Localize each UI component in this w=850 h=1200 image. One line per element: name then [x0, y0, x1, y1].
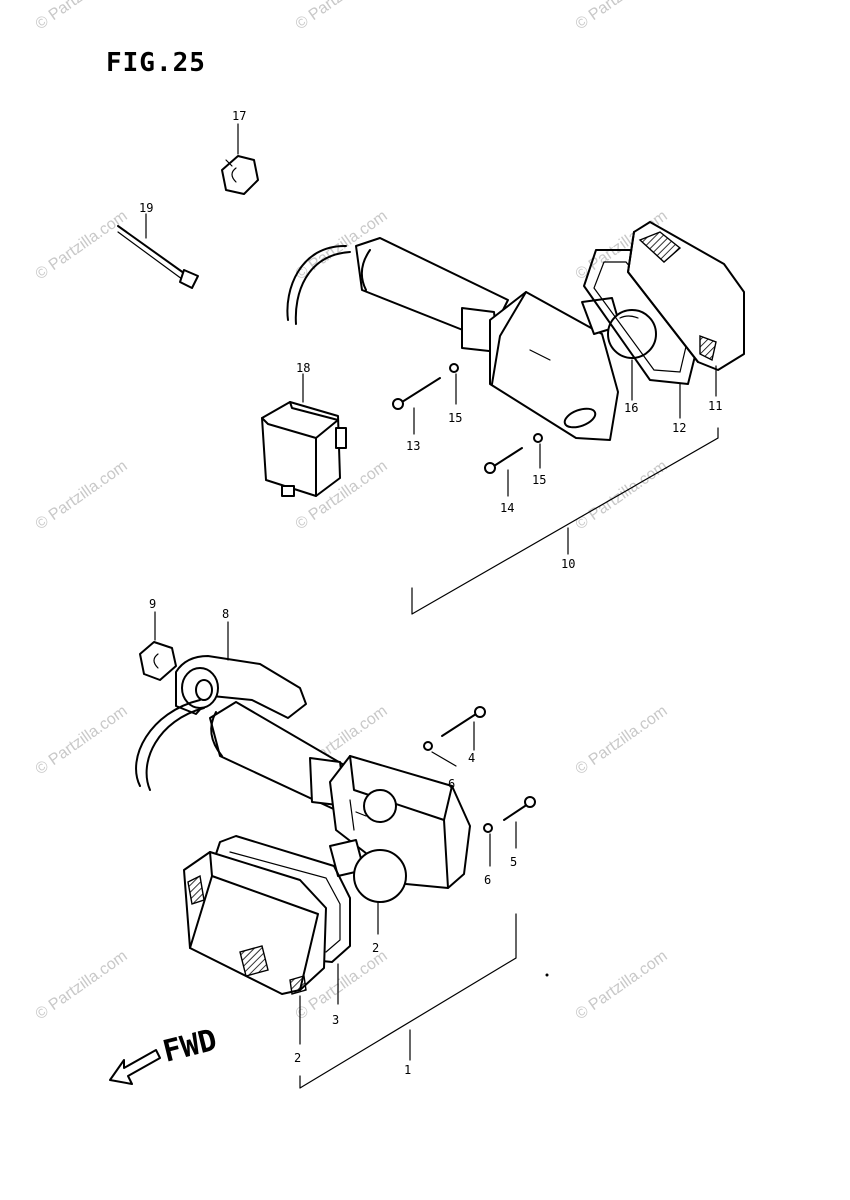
callout-6b: 6	[484, 873, 491, 887]
watermark: © Partzilla.com	[33, 0, 131, 33]
watermark: © Partzilla.com	[573, 458, 671, 534]
lens-part-2	[183, 851, 327, 995]
bracket-line-10	[411, 427, 719, 615]
signal-stalk-front	[209, 701, 471, 889]
callout-14: 14	[500, 501, 514, 515]
washer-part-6a	[423, 741, 433, 751]
screw-part-5	[503, 796, 536, 821]
bulb-part-7	[329, 839, 407, 903]
fwd-label: FWD	[159, 1023, 220, 1070]
screw-part-4	[441, 706, 486, 737]
watermark: © Partzilla.com	[33, 208, 131, 284]
callout-9: 9	[149, 597, 156, 611]
callout-5: 5	[510, 855, 517, 869]
washer-part-15b	[533, 433, 543, 443]
stay-part-8	[175, 655, 307, 719]
bulb-part-16	[581, 297, 657, 359]
figure-title: FIG.25	[106, 48, 206, 78]
callout-8: 8	[222, 607, 229, 621]
callout-13: 13	[406, 439, 420, 453]
callout-12: 12	[672, 421, 686, 435]
lens-part-11	[627, 221, 745, 371]
gasket-part-12	[583, 249, 701, 385]
watermark: © Partzilla.com	[573, 0, 671, 33]
screw-part-14	[484, 447, 523, 474]
washer-part-15a	[449, 363, 459, 373]
signal-stalk-rear	[355, 237, 619, 441]
watermark: © Partzilla.com	[293, 0, 391, 33]
callout-11: 11	[708, 399, 722, 413]
watermark: © Partzilla.com	[573, 703, 671, 779]
callout-15a: 15	[448, 411, 462, 425]
fwd-arrow-icon	[109, 1049, 161, 1085]
nut-part-9	[139, 641, 177, 681]
nut-part-17	[221, 155, 259, 195]
watermark: © Partzilla.com	[33, 703, 131, 779]
callout-2b: 2	[372, 941, 379, 955]
relay-part-18	[261, 401, 347, 497]
callout-16: 16	[624, 401, 638, 415]
watermark: © Partzilla.com	[33, 458, 131, 534]
washer-part-6b	[483, 823, 493, 833]
screw-part-13	[392, 377, 441, 410]
callout-4: 4	[468, 751, 475, 765]
callout-19: 19	[139, 201, 153, 215]
callout-2a: 2	[294, 1051, 301, 1065]
callout-18: 18	[296, 361, 310, 375]
callout-1: 1	[404, 1063, 411, 1077]
watermark: © Partzilla.com	[33, 948, 131, 1024]
callout-6a: 6	[448, 777, 455, 791]
bracket-line-1	[299, 913, 517, 1089]
callout-10: 10	[561, 557, 575, 571]
cable-tie-part-19	[117, 225, 199, 289]
callout-15b: 15	[532, 473, 546, 487]
callout-17: 17	[232, 109, 246, 123]
watermark: © Partzilla.com	[573, 948, 671, 1024]
callout-3: 3	[332, 1013, 339, 1027]
